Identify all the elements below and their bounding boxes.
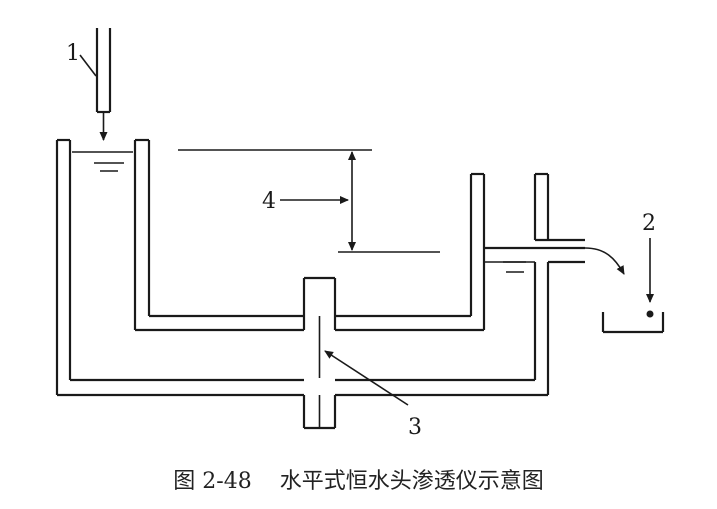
label-3-text: 3 bbox=[408, 415, 422, 440]
label-2-text: 2 bbox=[642, 211, 656, 236]
water-drop-icon bbox=[646, 310, 654, 318]
sample-chamber bbox=[135, 172, 486, 332]
label-1: 1 bbox=[66, 41, 97, 77]
label-3: 3 bbox=[324, 350, 422, 440]
collector bbox=[601, 238, 665, 334]
head-difference bbox=[178, 149, 440, 253]
outlet-overflow bbox=[484, 172, 625, 275]
inlet-chamber bbox=[55, 138, 151, 395]
central-column bbox=[302, 276, 337, 430]
outer-channel bbox=[57, 262, 550, 397]
label-1-text: 1 bbox=[66, 41, 80, 66]
figure-caption: 图 2-48 水平式恒水头渗透仪示意图 bbox=[173, 469, 544, 494]
inflow-pipe bbox=[95, 28, 112, 141]
label-4-text: 4 bbox=[262, 189, 276, 214]
label-1-leader bbox=[79, 54, 97, 77]
